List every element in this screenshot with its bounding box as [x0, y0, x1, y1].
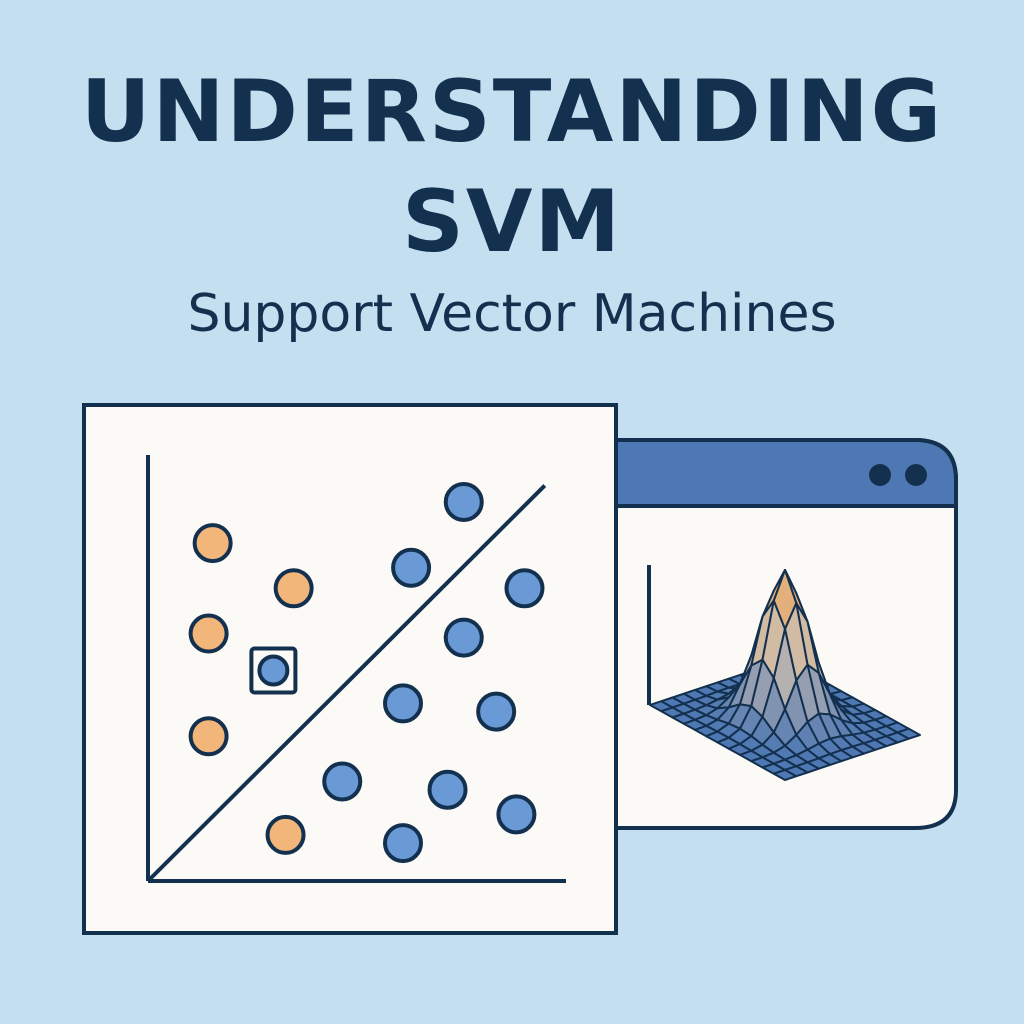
scatter-panel-frame	[82, 403, 618, 935]
window-dot-icon[interactable]	[905, 464, 927, 486]
blue-class-point	[443, 617, 484, 658]
surface-cell	[772, 769, 798, 781]
title-line-1: UNDERSTANDING	[80, 62, 944, 162]
orange-class-point	[265, 814, 306, 855]
3d-gaussian-surface-icon	[649, 569, 921, 781]
window-titlebar	[598, 438, 958, 508]
scatter-marks	[148, 481, 547, 881]
blue-class-point	[504, 568, 545, 609]
blue-class-point	[476, 691, 517, 732]
blue-class-point	[496, 794, 537, 835]
decision-boundary-line	[148, 484, 547, 881]
orange-class-point	[188, 716, 229, 757]
scatter-panel	[82, 403, 618, 935]
support-vector-point	[257, 654, 290, 687]
blue-class-point	[443, 481, 484, 522]
orange-class-point	[273, 568, 314, 609]
window-dot-icon[interactable]	[869, 464, 891, 486]
subtitle: Support Vector Machines	[187, 284, 837, 344]
browser-window	[598, 438, 958, 830]
title-line-2: SVM	[401, 172, 623, 272]
blue-class-point	[383, 683, 423, 724]
orange-class-point	[192, 523, 233, 564]
blue-class-point	[391, 547, 432, 588]
orange-class-point	[188, 613, 229, 654]
blue-class-point	[322, 761, 363, 802]
blue-class-point	[427, 769, 468, 810]
blue-class-point	[383, 823, 423, 864]
support-vector-box	[249, 646, 298, 695]
